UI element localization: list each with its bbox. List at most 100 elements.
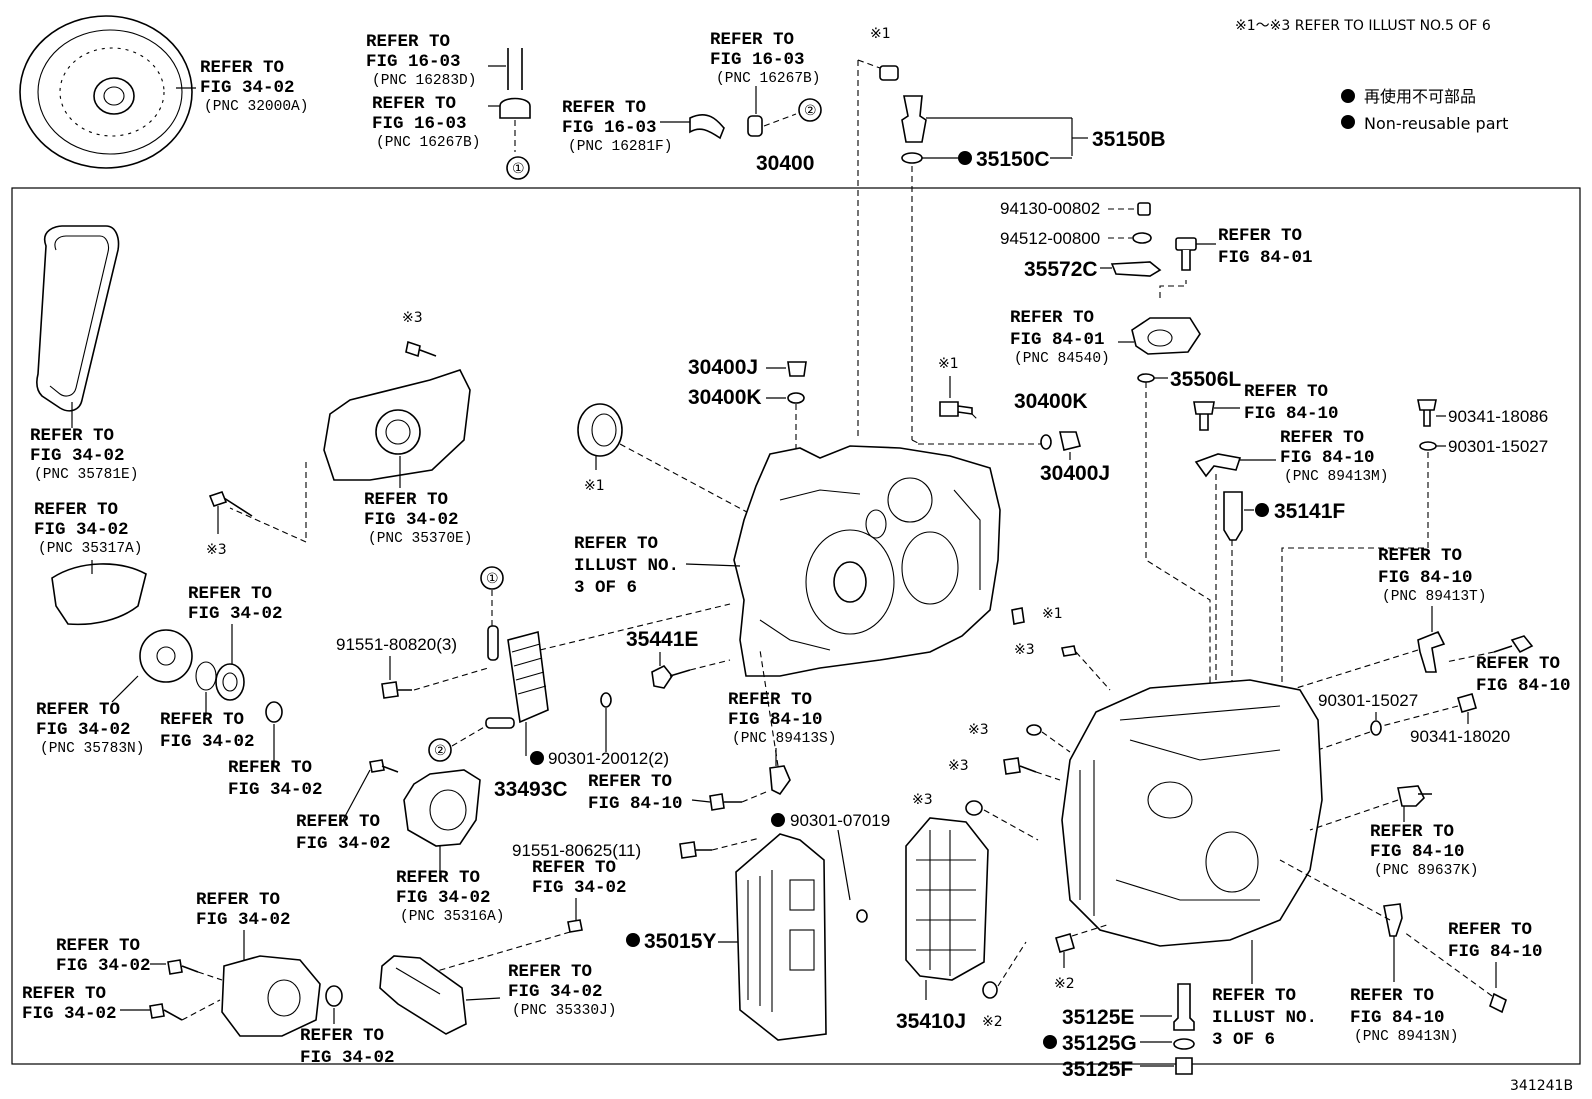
ref-r22-l2: FIG 84-10	[1370, 842, 1465, 862]
drain-plug-35125e-drawing	[1173, 983, 1195, 1031]
label-35506L: 35506L	[1170, 368, 1241, 391]
valve-body-drawing	[905, 817, 989, 981]
ref-r21-l2: FIG 84-10	[588, 794, 683, 814]
mark-x1-dowel: ※1	[1042, 606, 1063, 622]
ref-r5-pnc: (PNC 16281F)	[568, 139, 672, 155]
ref-r23-l2: FIG 34-02	[296, 834, 391, 854]
ref-r33-l1: REFER TO	[1350, 986, 1434, 1006]
mark-x2-bottom: ※2	[982, 1014, 1003, 1030]
callout-1b-label: ①	[486, 571, 499, 587]
valve-body-cover-drawing	[735, 833, 827, 1041]
washer-drawing	[1132, 232, 1152, 244]
header-note: ※1～※3 REFER TO ILLUST NO.5 OF 6	[1235, 18, 1491, 34]
legend-jp: 再使用不可部品	[1364, 87, 1476, 106]
ref-r23-l1: REFER TO	[296, 812, 380, 832]
plug-35441e-drawing	[651, 664, 691, 689]
bolt-x3-a-drawing	[405, 340, 437, 358]
oring-35506l-drawing	[1137, 373, 1155, 383]
drive-chain-drawing	[36, 225, 120, 412]
non-reusable-dot-icon	[530, 751, 544, 765]
ref-r18-l1: REFER TO	[160, 710, 244, 730]
bolt-x3-b-drawing	[208, 491, 253, 517]
ref-r4-l1: REFER TO	[710, 30, 794, 50]
ref-r4-l2: FIG 16-03	[710, 50, 805, 70]
ref-r19-l2: FIG 84-10	[728, 710, 823, 730]
dowel-drawing	[1011, 607, 1025, 625]
ref-r32-l2: ILLUST NO.	[1212, 1008, 1317, 1028]
label-90341-18086: 90341-18086	[1448, 407, 1548, 426]
oring-30400k-b-drawing	[1040, 434, 1052, 450]
bolt-r16-drawing	[1493, 635, 1534, 654]
bolt-91551-80625-drawing	[679, 841, 712, 859]
ref-r16-l1: REFER TO	[1476, 654, 1560, 674]
ref-r30-pnc: (PNC 35330J)	[512, 1003, 616, 1019]
ref-r14-l1: REFER TO	[1378, 546, 1462, 566]
solenoid-35150-drawing	[901, 95, 927, 164]
sensor-89637k-drawing	[1397, 785, 1432, 807]
label-30400J-b: 30400J	[1040, 462, 1110, 485]
plug-x2-drawing	[982, 981, 998, 999]
oring-30400k-drawing	[787, 392, 805, 404]
callout-1-circle	[506, 156, 530, 180]
bolt-r27-drawing	[1489, 992, 1507, 1014]
ref-r3-pnc: (PNC 16267B)	[376, 135, 480, 151]
mark-x3-r1: ※3	[1014, 642, 1035, 658]
ref-r7-pnc: (PNC 84540)	[1014, 351, 1110, 367]
mark-x3-top: ※3	[402, 310, 423, 326]
ref-r7-l2: FIG 84-01	[1010, 330, 1105, 350]
callout-2-circle	[798, 98, 822, 122]
plug-x3-vb-drawing	[965, 800, 983, 816]
oring-x3-r2-drawing	[1026, 724, 1042, 736]
ref-r6-l2: FIG 84-01	[1218, 248, 1313, 268]
ref-r9-pnc: (PNC 35370E)	[368, 531, 472, 547]
ref-r8-pnc: (PNC 35781E)	[34, 467, 138, 483]
ref-r13-l1: REFER TO	[574, 534, 658, 554]
plug-35125f-drawing	[1175, 1057, 1193, 1075]
ref-r28-l1: REFER TO	[196, 890, 280, 910]
bearing-drawing	[195, 661, 245, 701]
label-91551-80625: 91551-80625(11)	[512, 841, 641, 860]
ref-r4-pnc: (PNC 16267B)	[716, 71, 820, 87]
label-35572C: 35572C	[1024, 258, 1098, 281]
callout-2b-label: ②	[434, 743, 447, 759]
ref-r32-l3: 3 OF 6	[1212, 1030, 1275, 1050]
bolt-left-cover-drawing	[369, 759, 399, 773]
bolt-x1-mid-drawing	[939, 401, 973, 417]
gasket-35125g-drawing	[1173, 1038, 1195, 1050]
ref-r17-l1: REFER TO	[36, 700, 120, 720]
lever-35572c-drawing	[1110, 261, 1162, 277]
label-35410J: 35410J	[896, 1010, 966, 1033]
legend-en: Non-reusable part	[1364, 114, 1508, 133]
label-30400J-a: 30400J	[688, 356, 758, 379]
side-cover-drawing	[403, 769, 481, 847]
label-30400: 30400	[756, 152, 814, 175]
ref-r10-l2: FIG 84-10	[1244, 404, 1339, 424]
ref-r8-l1: REFER TO	[30, 426, 114, 446]
oil-cooler-drawing	[485, 625, 549, 729]
label-90341-18020: 90341-18020	[1410, 727, 1510, 746]
ref-r17-pnc: (PNC 35783N)	[40, 741, 144, 757]
ref-r33-pnc: (PNC 89413N)	[1354, 1029, 1458, 1045]
bolt-strainer-drawing	[567, 919, 583, 933]
label-90301-20012: 90301-20012(2)	[548, 749, 669, 768]
transmission-case-drawing	[733, 445, 1001, 677]
rear-case-drawing	[1061, 679, 1323, 947]
label-30400K-a: 30400K	[688, 386, 762, 409]
bolt-84-10-mid-drawing	[709, 793, 742, 811]
ref-r3-l1: REFER TO	[372, 94, 456, 114]
sensor-89413m-drawing	[1194, 453, 1242, 478]
ref-r5-l2: FIG 16-03	[562, 118, 657, 138]
ref-r24-l1: REFER TO	[396, 868, 480, 888]
callout-2-label: ②	[804, 103, 817, 119]
bolt-pump-a-drawing	[167, 959, 199, 975]
ref-r2-pnc: (PNC 16283D)	[372, 73, 476, 89]
ref-r27-l2: FIG 84-10	[1448, 942, 1543, 962]
ref-r11-l2: FIG 84-10	[1280, 448, 1375, 468]
ref-r31-l2: FIG 34-02	[300, 1048, 395, 1068]
bolt-top-drawing	[879, 65, 899, 81]
ref-r9-l1: REFER TO	[364, 490, 448, 510]
bolt-r10-drawing	[1193, 401, 1215, 431]
bolt-91551-80820-drawing	[381, 681, 412, 699]
bolt-x3-r3-drawing	[1003, 757, 1037, 775]
